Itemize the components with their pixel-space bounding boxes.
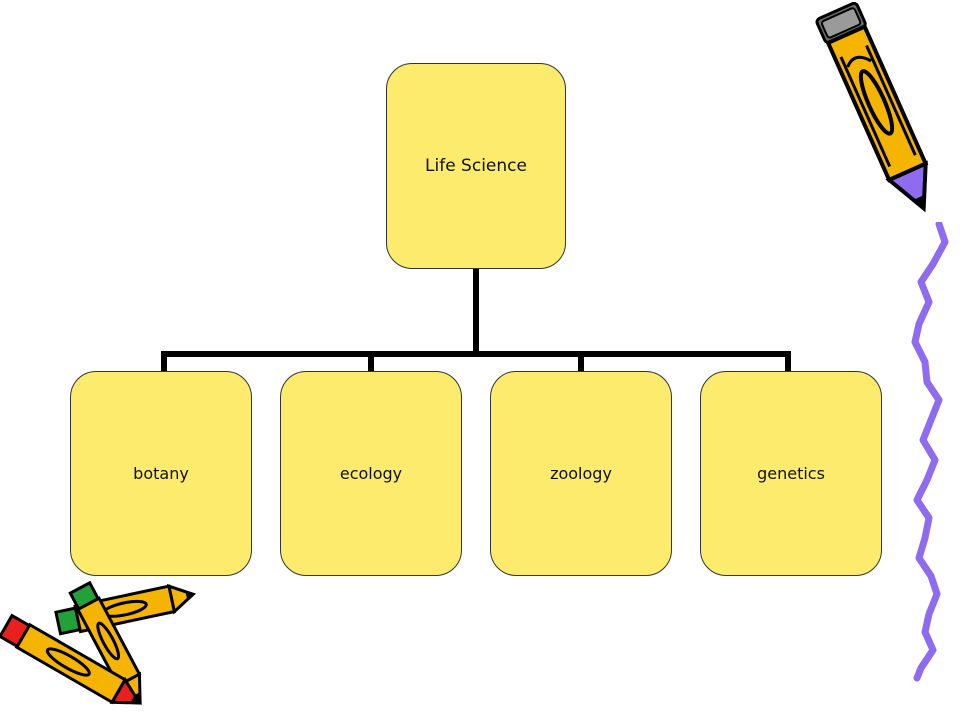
child-node-label: ecology <box>340 464 402 483</box>
crossed-pencils-icon <box>0 580 200 720</box>
child-node-label: genetics <box>757 464 825 483</box>
child-node-zoology[interactable]: zoology <box>490 371 672 576</box>
child-node-botany[interactable]: botany <box>70 371 252 576</box>
child-node-ecology[interactable]: ecology <box>280 371 462 576</box>
pencil-icon <box>805 2 945 232</box>
child-node-label: zoology <box>550 464 612 483</box>
root-node-label: Life Science <box>425 156 527 176</box>
child-node-genetics[interactable]: genetics <box>700 371 882 576</box>
squiggle-line <box>905 222 955 682</box>
child-node-label: botany <box>133 464 189 483</box>
root-node[interactable]: Life Science <box>386 63 566 269</box>
